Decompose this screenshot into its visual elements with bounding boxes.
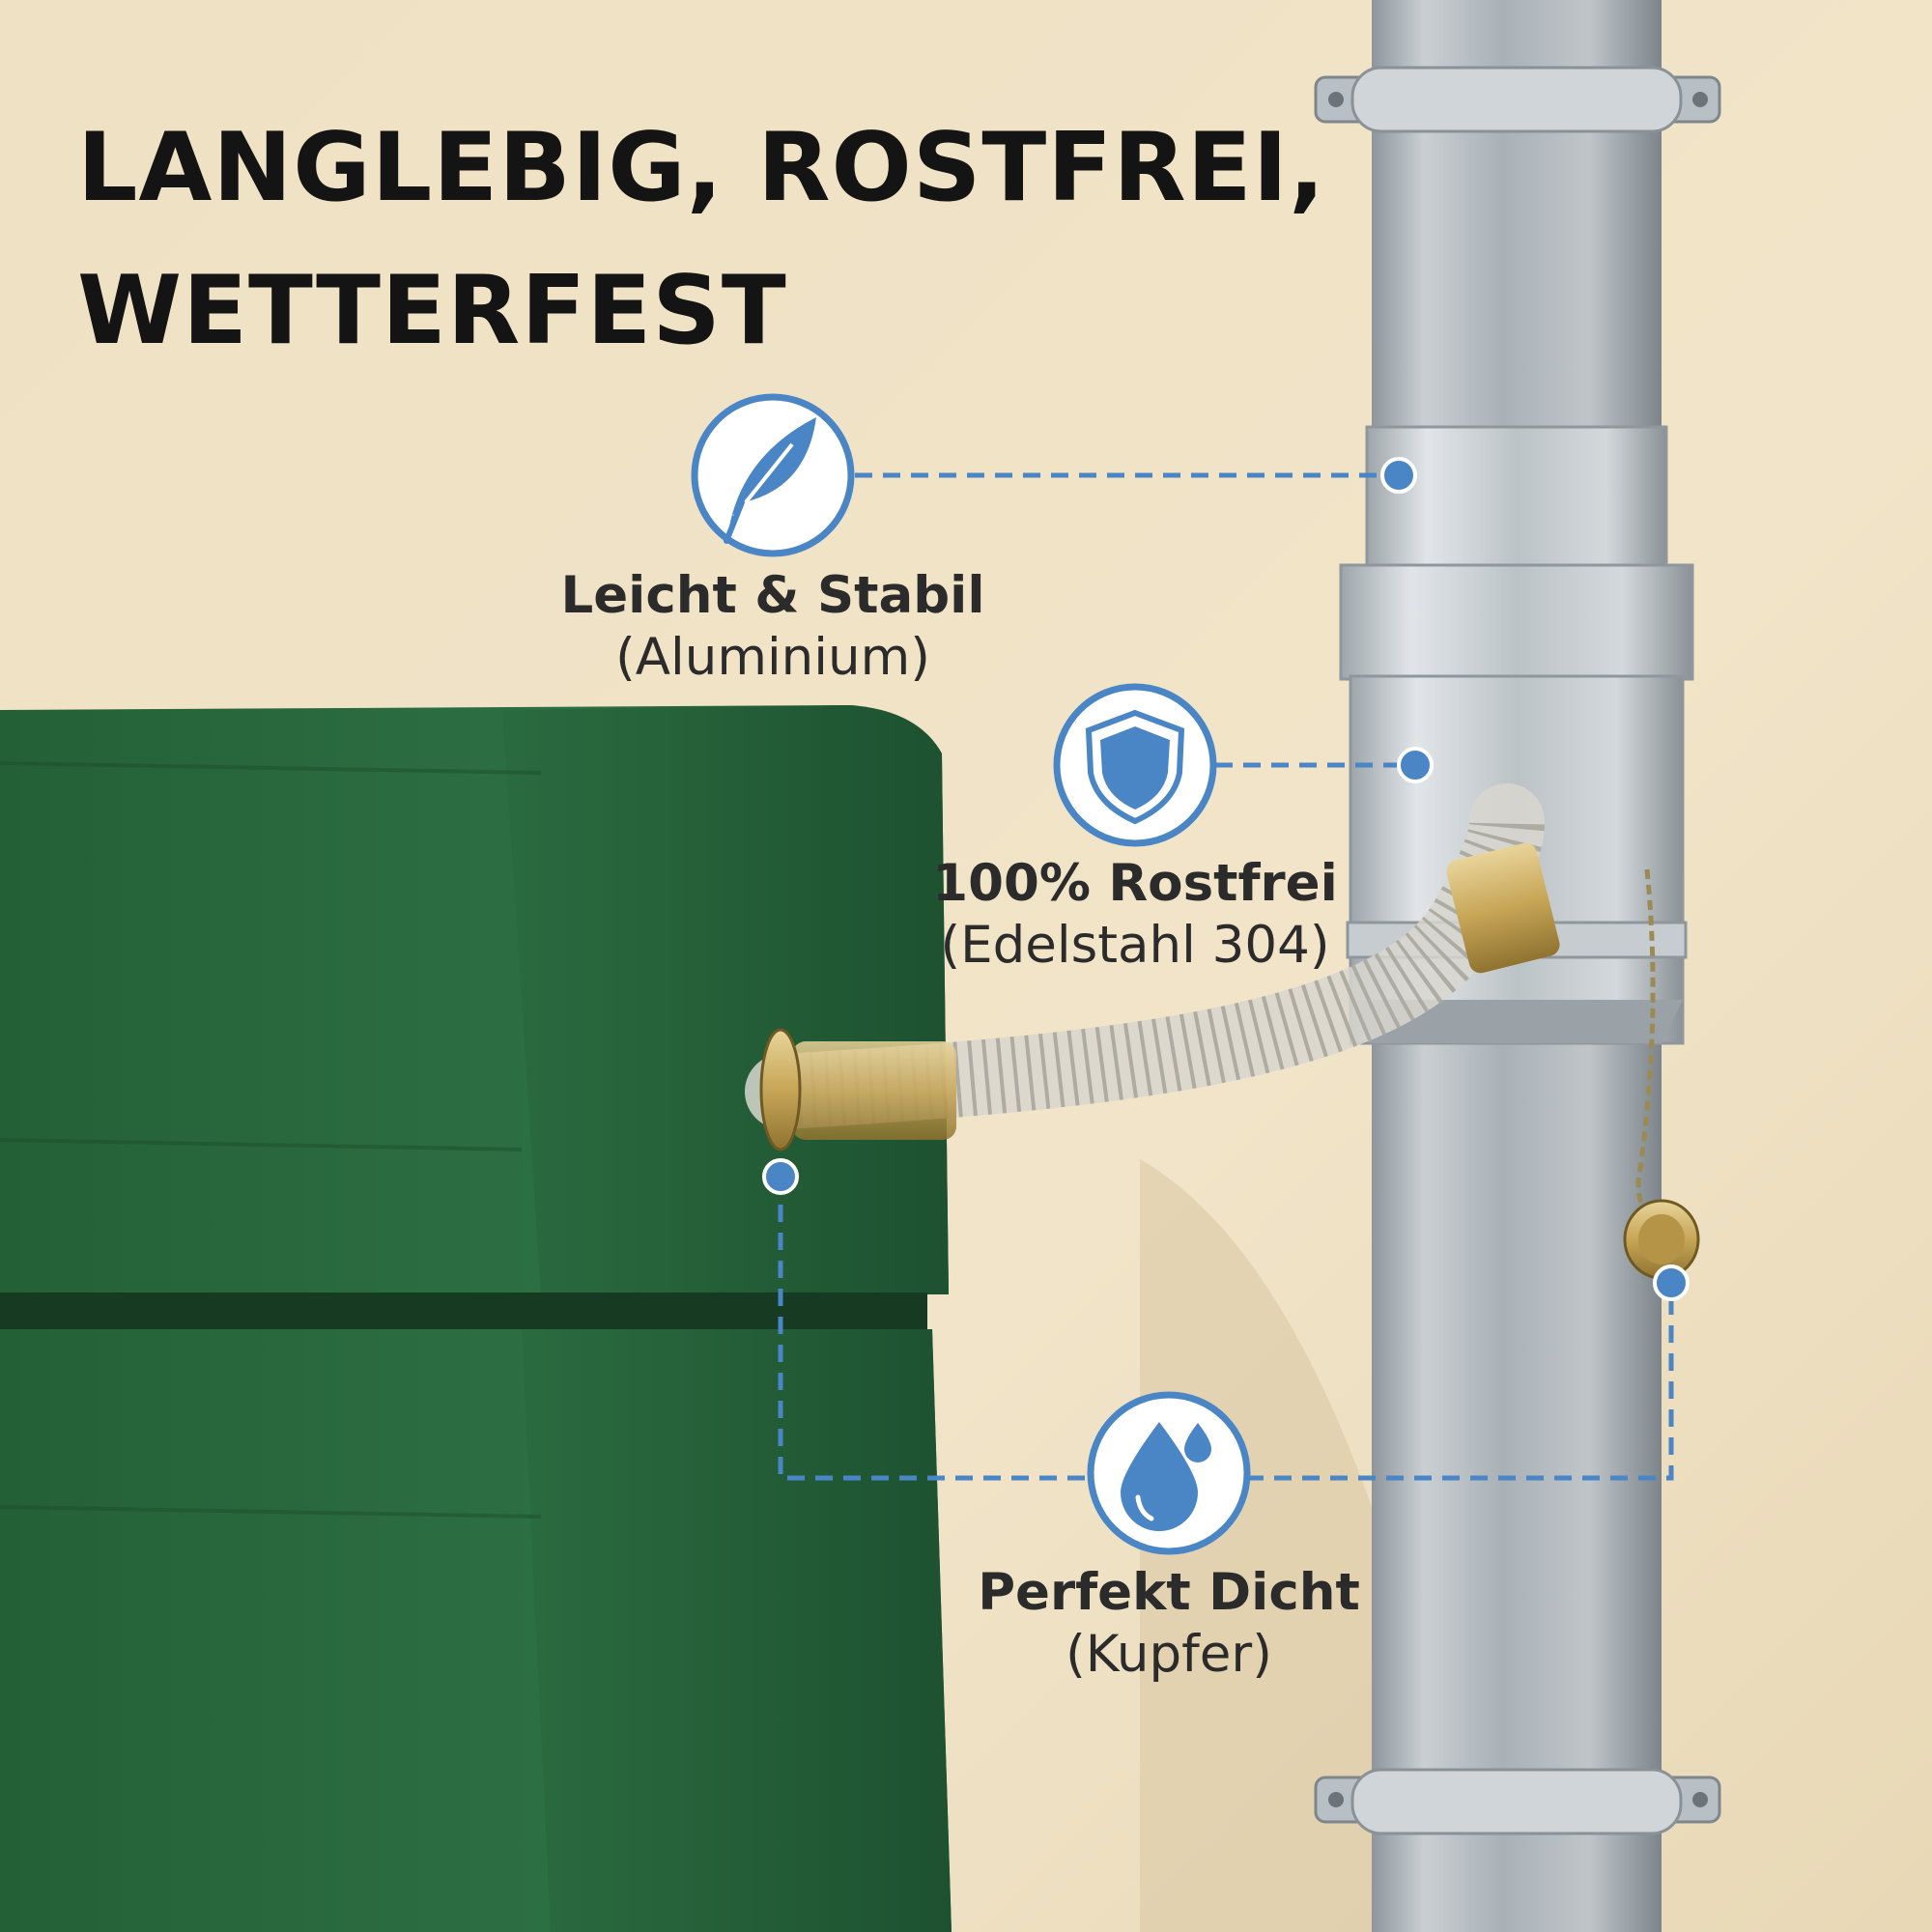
feature-title: Perfekt Dicht: [978, 1563, 1360, 1622]
feature-title: Leicht & Stabil: [560, 566, 985, 625]
feature-subtitle: (Edelstahl 304): [940, 916, 1330, 975]
feature-label-aluminium: Leicht & Stabil (Aluminium): [483, 565, 1063, 689]
headline-line-2: WETTERFEST: [77, 256, 787, 366]
headline-line-1: LANGLEBIG, ROSTFREI,: [77, 113, 1326, 223]
anchor-dot-edelstahl: [1397, 747, 1434, 783]
feather-icon: [691, 393, 855, 557]
headline: LANGLEBIG, ROSTFREI, WETTERFEST: [77, 97, 1325, 383]
anchor-dot-cap: [1653, 1264, 1690, 1301]
feature-subtitle: (Kupfer): [1065, 1625, 1272, 1684]
feature-label-edelstahl: 100% Rostfrei (Edelstahl 304): [826, 853, 1444, 977]
feature-label-kupfer: Perfekt Dicht (Kupfer): [860, 1562, 1478, 1686]
feature-title: 100% Rostfrei: [932, 854, 1338, 913]
anchor-dot-hose-coupling: [762, 1158, 799, 1195]
water-drops-icon: [1087, 1391, 1251, 1555]
feature-subtitle: (Aluminium): [615, 628, 930, 687]
anchor-dot-aluminium: [1380, 457, 1417, 494]
shield-icon: [1053, 683, 1217, 847]
